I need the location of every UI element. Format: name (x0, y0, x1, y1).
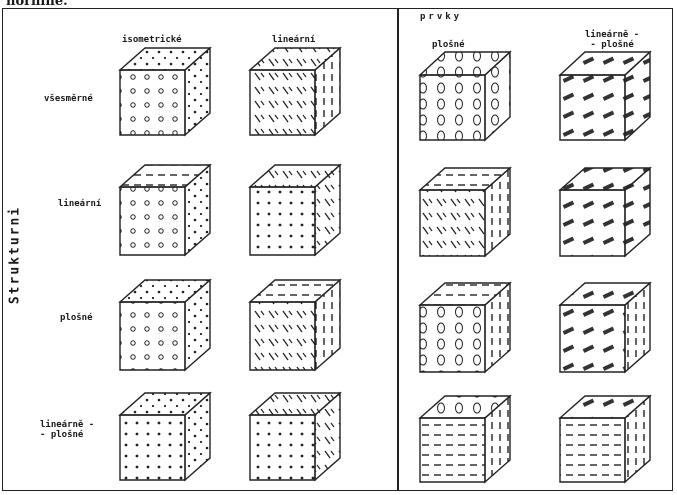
cube-linear-planar-linear-planar (560, 396, 650, 482)
cube-linear-all-directions (250, 48, 340, 135)
cube-linear-planar (250, 280, 340, 370)
cube-linear-planar-planar (560, 283, 650, 372)
cube-planar-linear-planar (420, 396, 510, 482)
cube-linear-planar-linear (560, 168, 650, 256)
cube-isometric-planar (120, 280, 210, 370)
cube-isometric-linear (120, 165, 210, 255)
cube-isometric-linear-planar (120, 393, 210, 480)
cube-planar-planar (420, 283, 510, 372)
cube-linear-planar-all-directions (560, 52, 650, 140)
cube-linear-linear-planar (250, 393, 340, 480)
cube-isometric-all-directions (120, 48, 210, 135)
cube-planar-linear (420, 168, 510, 256)
cube-planar-all-directions (420, 52, 510, 140)
cube-linear-linear (250, 165, 340, 255)
